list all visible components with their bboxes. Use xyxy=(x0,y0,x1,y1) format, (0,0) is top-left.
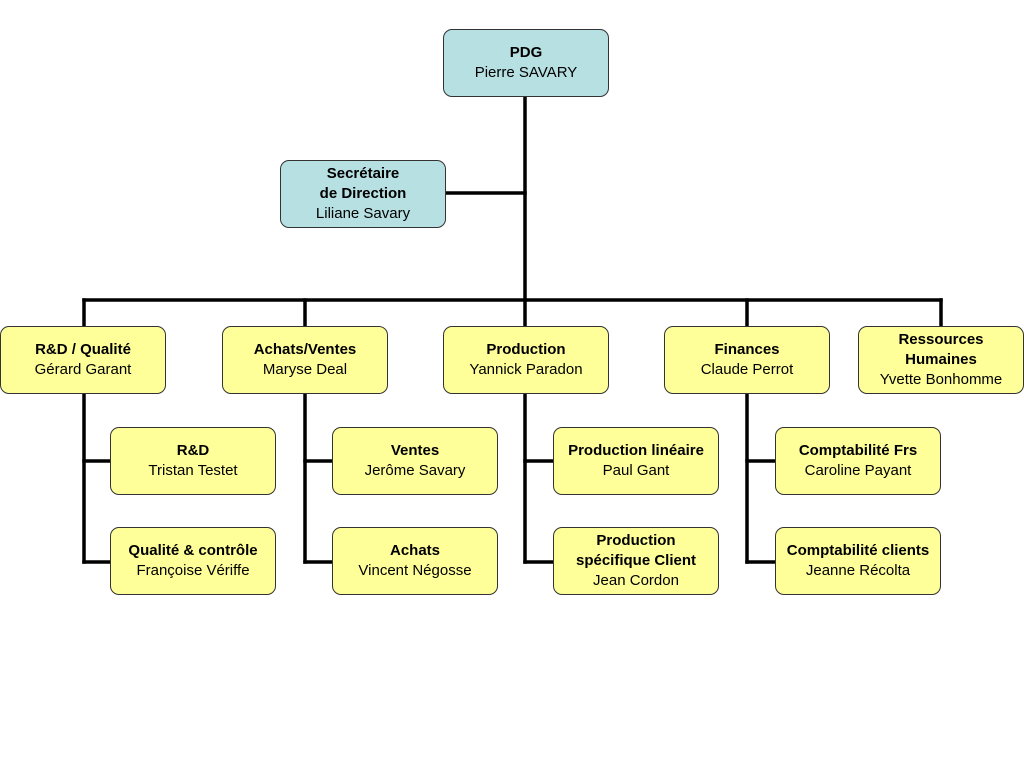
team-box-linear-production: Production linéaire Paul Gant xyxy=(553,427,719,495)
department-head-name: Gérard Garant xyxy=(34,361,132,378)
department-title: R&D / Qualité xyxy=(35,341,131,358)
secretary-name: Liliane Savary xyxy=(315,205,411,222)
team-title: Comptabilité clients xyxy=(786,542,930,559)
team-box-supplier-accounting: Comptabilité Frs Caroline Payant xyxy=(775,427,941,495)
team-box-purchasing: Achats Vincent Négosse xyxy=(332,527,498,595)
team-title: Comptabilité Frs xyxy=(798,442,918,459)
team-head-name: Vincent Négosse xyxy=(358,562,472,579)
team-box-client-production: Production spécifique Client Jean Cordon xyxy=(553,527,719,595)
department-box-purchasing-sales: Achats/Ventes Maryse Deal xyxy=(222,326,388,394)
department-box-production: Production Yannick Paradon xyxy=(443,326,609,394)
secretary-title: Secrétaire de Direction xyxy=(319,165,407,202)
ceo-title: PDG xyxy=(509,44,543,61)
team-head-name: Jeanne Récolta xyxy=(805,562,911,579)
department-title: Production xyxy=(486,341,566,358)
department-head-name: Yannick Paradon xyxy=(469,361,583,378)
department-head-name: Yvette Bonhomme xyxy=(879,371,1003,388)
team-head-name: Tristan Testet xyxy=(148,462,238,479)
team-box-quality-control: Qualité & contrôle Françoise Vériffe xyxy=(110,527,276,595)
team-head-name: Paul Gant xyxy=(602,462,670,479)
department-box-hr: Ressources Humaines Yvette Bonhomme xyxy=(858,326,1024,394)
team-head-name: Jerôme Savary xyxy=(364,462,466,479)
department-head-name: Claude Perrot xyxy=(700,361,794,378)
department-title: Finances xyxy=(714,341,780,358)
team-head-name: Jean Cordon xyxy=(593,572,679,589)
team-title: Achats xyxy=(389,542,441,559)
team-title: R&D xyxy=(176,442,210,459)
secretary-box: Secrétaire de Direction Liliane Savary xyxy=(280,160,446,228)
team-title: Production linéaire xyxy=(568,442,704,459)
department-title: Ressources Humaines xyxy=(898,331,984,368)
department-box-finance: Finances Claude Perrot xyxy=(664,326,830,394)
team-head-name: Françoise Vériffe xyxy=(136,562,250,579)
team-box-client-accounting: Comptabilité clients Jeanne Récolta xyxy=(775,527,941,595)
team-title: Production spécifique Client xyxy=(575,532,697,569)
team-head-name: Caroline Payant xyxy=(804,462,912,479)
department-head-name: Maryse Deal xyxy=(262,361,348,378)
team-box-sales: Ventes Jerôme Savary xyxy=(332,427,498,495)
team-box-rnd: R&D Tristan Testet xyxy=(110,427,276,495)
team-title: Qualité & contrôle xyxy=(128,542,258,559)
ceo-name: Pierre SAVARY xyxy=(474,64,578,81)
ceo-box: PDG Pierre SAVARY xyxy=(443,29,609,97)
department-title: Achats/Ventes xyxy=(253,341,357,358)
department-box-rnd-quality: R&D / Qualité Gérard Garant xyxy=(0,326,166,394)
team-title: Ventes xyxy=(390,442,440,459)
